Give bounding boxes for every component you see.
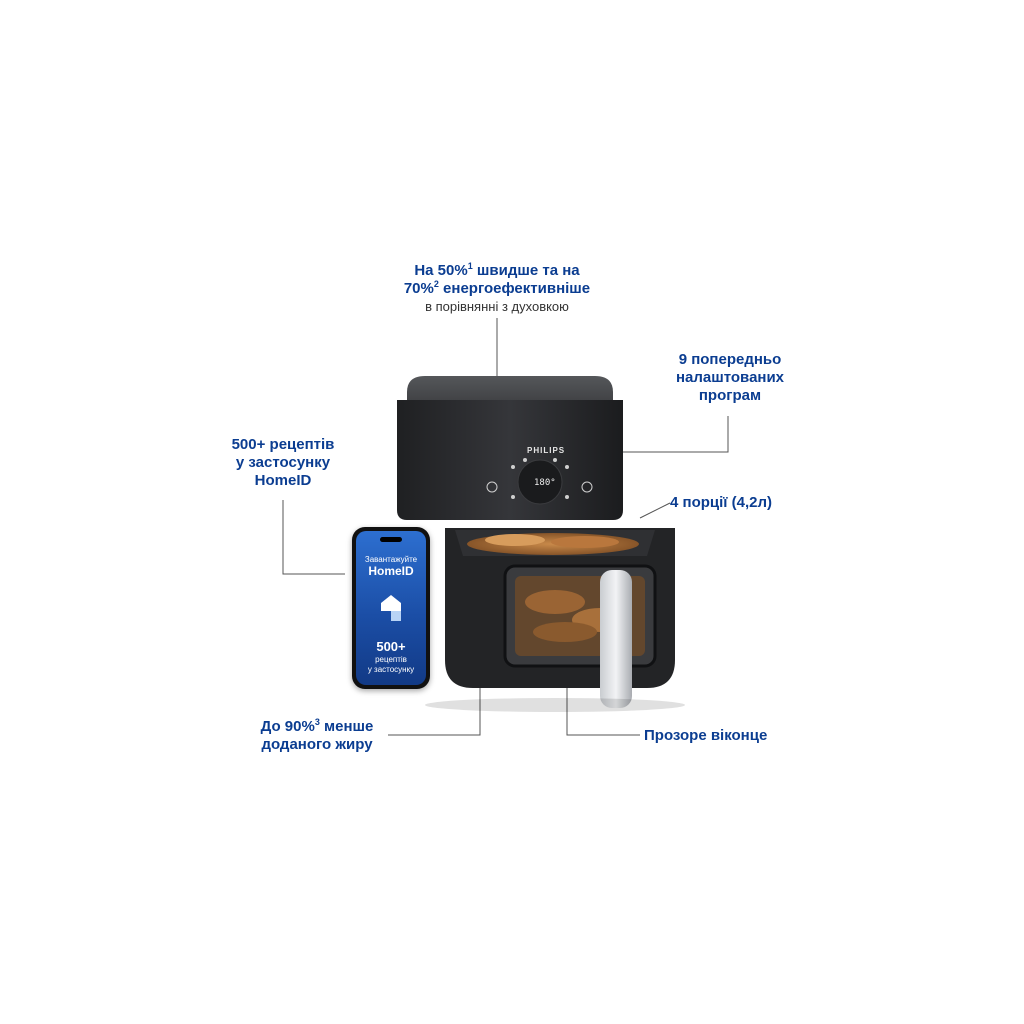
phone-app-name: HomeID	[368, 564, 414, 578]
preset-icon	[553, 458, 557, 462]
programs-line2: налаштованих	[675, 369, 785, 386]
speed-line2-sup: 2	[433, 279, 439, 289]
control-dial	[517, 459, 563, 505]
fat-line1-sup: 3	[314, 717, 320, 727]
leader-recipes	[282, 500, 345, 575]
portions-text: 4 порції (4,2л)	[670, 494, 773, 511]
start-icon	[581, 481, 593, 493]
callout-portions: 4 порції (4,2л)	[670, 494, 800, 512]
drawer-handle	[600, 570, 632, 708]
homeid-logo-icon	[381, 595, 401, 621]
speed-line1-sup: 1	[467, 261, 473, 271]
preset-icon	[511, 495, 515, 499]
preset-icon	[565, 495, 569, 499]
phone-notch	[380, 537, 402, 542]
phone-recipe-count: 500+	[376, 639, 406, 654]
callout-window: Прозоре віконце	[644, 727, 784, 745]
temperature-display: 180°	[534, 478, 556, 488]
preset-icon	[511, 465, 515, 469]
recipes-line1: 500+ рецептів	[231, 436, 335, 453]
air-fryer-image	[397, 376, 685, 712]
phone-in-app-label: у застосунку	[367, 665, 415, 674]
recipes-line2: у застосунку	[235, 454, 331, 471]
power-icon	[486, 481, 498, 493]
recipes-line3: HomeID	[254, 472, 312, 489]
callout-speed: На 50%1 швидше та на 70%2 енергоефективн…	[372, 262, 622, 315]
fat-line1-post: менше	[319, 718, 374, 735]
brand-logo: PHILIPS	[527, 446, 566, 455]
phone-download-text: Завантажуйте	[364, 555, 418, 564]
speed-line2-post: енергоефективніше	[438, 280, 591, 297]
speed-line1-pre: На 50%	[414, 262, 468, 279]
speed-line2-pre: 70%	[403, 280, 434, 297]
fat-line2: доданого жиру	[261, 736, 373, 753]
programs-line3: програм	[698, 387, 762, 404]
fat-line1-pre: До 90%	[260, 718, 315, 735]
phone-screen: Завантажуйте HomeID 500+ рецептів у заст…	[356, 531, 426, 685]
preset-icon	[565, 465, 569, 469]
callout-programs: 9 попередньо налаштованих програм	[650, 351, 810, 405]
phone-mockup: Завантажуйте HomeID 500+ рецептів у заст…	[352, 527, 430, 689]
speed-sub: в порівнянні з духовкою	[425, 299, 569, 314]
phone-recipes-label: рецептів	[375, 655, 407, 664]
speed-line1-post: швидше та на	[472, 262, 580, 279]
programs-line1: 9 попередньо	[678, 351, 782, 368]
preset-icon	[523, 458, 527, 462]
callout-recipes: 500+ рецептів у застосунку HomeID	[208, 436, 358, 490]
window-text: Прозоре віконце	[644, 727, 768, 744]
callout-fat: До 90%3 менше доданого жиру	[242, 718, 392, 754]
